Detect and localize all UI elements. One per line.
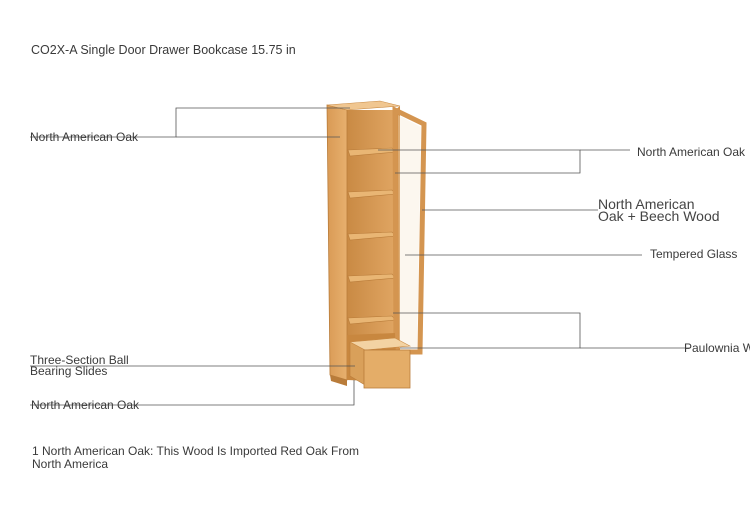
glass-door [392,106,427,355]
leader-oak-left [30,107,350,138]
left-side-panel [326,104,348,381]
callout-slides-line2: Bearing Slides [30,364,108,378]
leader-paulownia [393,312,581,349]
callout-oak-left: North American Oak [30,130,139,144]
callout-ball-bearing-slides: Three-Section Ball Bearing Slides [30,353,129,378]
leader-oak-bottom [30,380,355,406]
callout-paulownia: Paulownia W [684,341,750,355]
drawer-front [363,349,411,389]
leader-oak-right [378,149,581,174]
callout-oak-bottom: North American Oak [31,398,140,412]
drawer-box-top [348,337,412,351]
callout-slides-line1: Three-Section Ball [30,353,129,367]
drawer [348,337,412,389]
callout-oak-beech: North American Oak + Beech Wood [598,196,720,224]
back-panel [347,110,395,350]
diagram-title: CO2X-A Single Door Drawer Bookcase 15.75… [31,43,296,57]
shelves [347,147,397,325]
footnote-line2: North America [32,457,109,471]
callout-oak-beech-line2: Oak + Beech Wood [598,208,720,224]
callout-oak-right: North American Oak [637,145,746,159]
footnote: 1 North American Oak: This Wood Is Impor… [32,445,359,471]
door-frame [392,106,427,355]
callout-tempered-glass: Tempered Glass [650,247,738,261]
leader-lines [30,107,690,406]
callout-oak-beech-line1: North American [598,196,695,212]
base-plinth [330,375,347,386]
footnote-line1: 1 North American Oak: This Wood Is Impor… [32,444,360,458]
